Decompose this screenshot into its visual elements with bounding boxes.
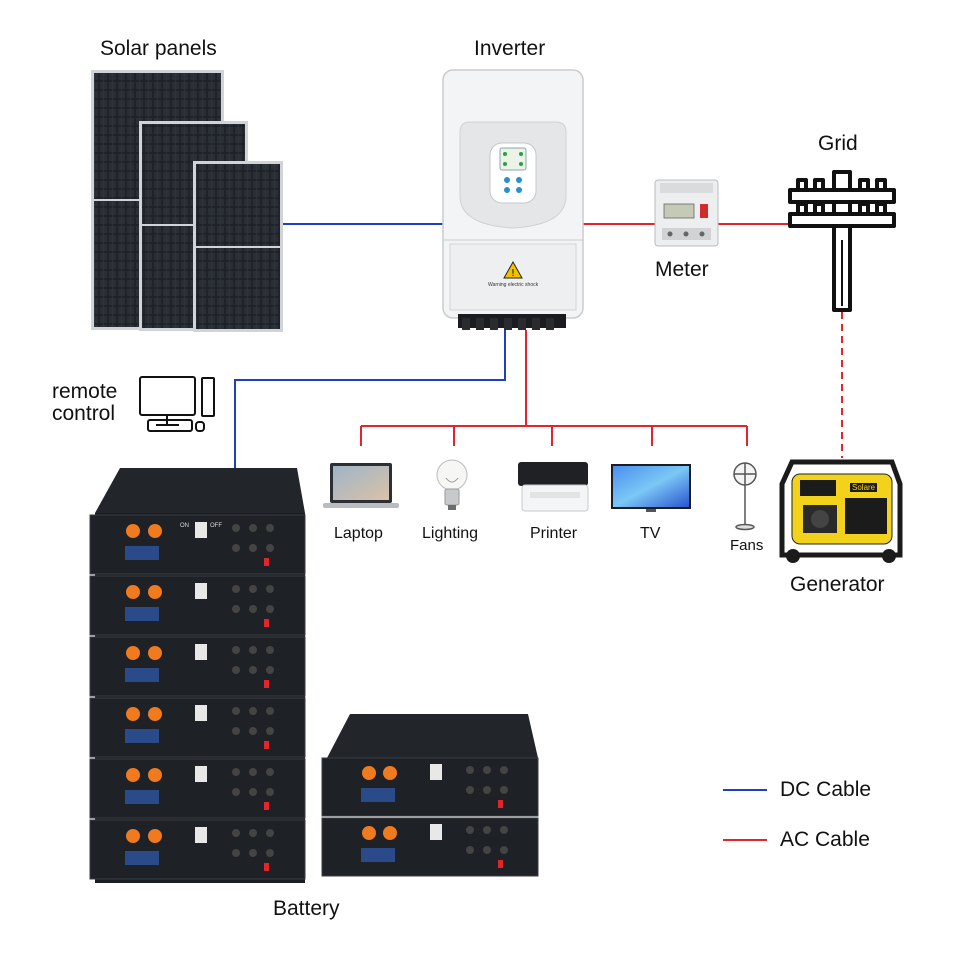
tv-icon (611, 464, 691, 512)
computer-icon (139, 376, 215, 432)
battery-module (89, 636, 306, 697)
load-label-fans: Fans (730, 537, 764, 554)
grid-pole-icon (788, 170, 896, 312)
svg-text:!: ! (511, 268, 515, 279)
battery-switch-off: OFF (210, 523, 222, 529)
printer-icon (518, 462, 589, 512)
laptop-icon (323, 463, 399, 508)
battery-module (89, 758, 306, 819)
battery-module (89, 575, 306, 636)
battery-stack-main (89, 468, 306, 883)
ac-cables (360, 223, 843, 458)
inverter-warning-text: Warning electric shock (488, 282, 539, 288)
meter-icon (654, 179, 719, 247)
legend-ac-label: AC Cable (780, 828, 870, 851)
solar-panels-icon (91, 70, 283, 332)
legend-dc-label: DC Cable (780, 778, 872, 801)
meter-label: Meter (655, 258, 709, 281)
legend (723, 789, 767, 841)
generator-label: Generator (790, 573, 885, 596)
load-label-printer: Printer (530, 525, 578, 542)
inverter-icon: ! (442, 69, 584, 330)
battery-module (321, 757, 539, 817)
load-label-laptop: Laptop (334, 525, 383, 542)
battery-module (89, 697, 306, 758)
battery-module (321, 817, 539, 877)
load-label-tv: TV (640, 525, 661, 542)
generator-icon (779, 459, 903, 563)
grid-label: Grid (818, 132, 858, 155)
load-label-lighting: Lighting (422, 525, 479, 542)
remote-control-label: remote control (52, 380, 118, 425)
battery-module (89, 819, 306, 880)
battery-stack-secondary (321, 714, 539, 877)
battery-switch-on: ON (180, 523, 189, 529)
lightbulb-icon (436, 459, 468, 510)
inverter-label: Inverter (474, 37, 546, 60)
battery-label: Battery (273, 897, 340, 920)
solar-panels-label: Solar panels (100, 37, 217, 60)
battery-module (89, 514, 306, 575)
dc-cable-inverter-battery (234, 330, 506, 468)
fan-icon (733, 462, 757, 531)
generator-brand: Solare (850, 483, 878, 492)
dc-cables (234, 223, 506, 468)
